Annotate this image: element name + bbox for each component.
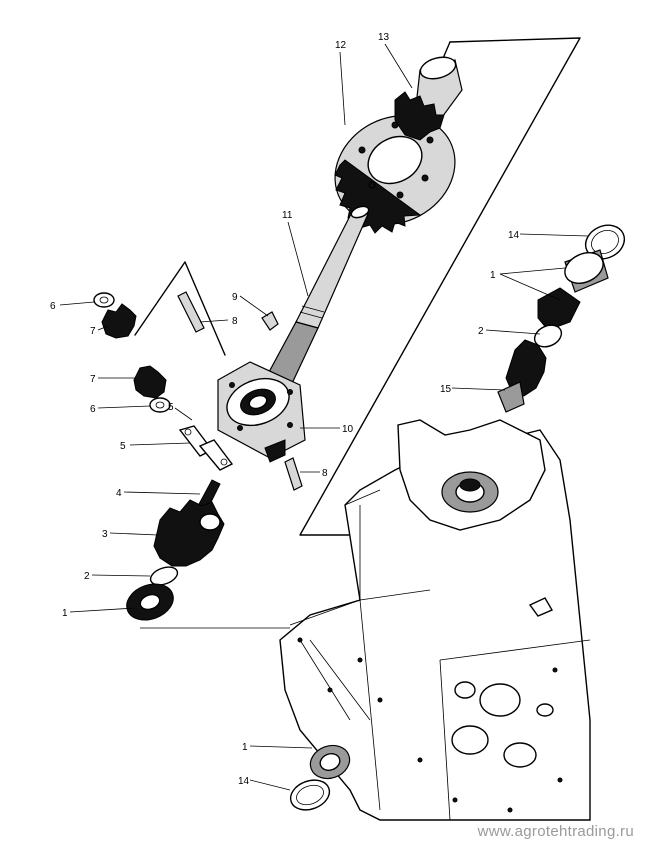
label-1-case-bearing: 1 [242,742,248,753]
label-9-pin: 9 [232,292,238,303]
bearing-1-right [537,249,609,331]
label-3-gear: 3 [102,529,108,540]
spacer-2-right [533,324,563,348]
gear-3 [153,499,225,567]
bearing-1-case [309,744,351,780]
watermark-url: www.agrotehtrading.ru [477,823,634,840]
seal-ring-14-case [289,779,331,811]
label-14-case-ring: 14 [238,776,250,787]
pins-8-9 [177,291,303,491]
shaft-11 [261,205,370,393]
label-13-pinion: 13 [378,32,390,43]
gear-7-mid [133,365,167,399]
label-14-ring: 14 [508,230,520,241]
washer-6-top [93,292,115,308]
label-8-pin: 8 [232,316,238,327]
washer-6-mid [149,397,171,413]
label-11-shaft: 11 [282,210,293,221]
label-12-ring-gear: 12 [335,40,347,51]
label-8-pin-2: 8 [322,468,328,479]
bearing-1-left [126,583,174,621]
label-4-shaft: 4 [116,488,122,499]
label-7-gear-2: 7 [90,374,96,385]
leader-lines [59,43,589,791]
part-labels: 1 2 3 4 5 5 6 6 7 7 8 8 9 10 11 12 13 14… [50,32,520,787]
label-6-washer: 6 [50,301,56,312]
links-5 [178,425,234,471]
seal-ring-14 [584,224,626,260]
label-7-gear: 7 [90,326,96,337]
gear-7-top [101,303,137,339]
gearbox-case [279,419,591,821]
label-1-bearing-right: 1 [490,270,496,281]
bearing-housing-10 [217,361,306,463]
reference-frame-lines [134,37,581,629]
label-2-washer: 2 [84,571,90,582]
label-5-link-2: 5 [168,402,174,413]
label-2-spacer-right: 2 [478,326,484,337]
label-1-bearing: 1 [62,608,68,619]
gear-shaft-15 [497,339,547,413]
label-15-gear-shaft: 15 [440,384,452,395]
ring-gear-12 [334,115,456,234]
washer-2-left [149,566,179,586]
label-10-housing: 10 [342,424,354,435]
bevel-pinion-13 [394,56,463,141]
label-5-link: 5 [120,441,126,452]
label-6-washer-2: 6 [90,404,96,415]
